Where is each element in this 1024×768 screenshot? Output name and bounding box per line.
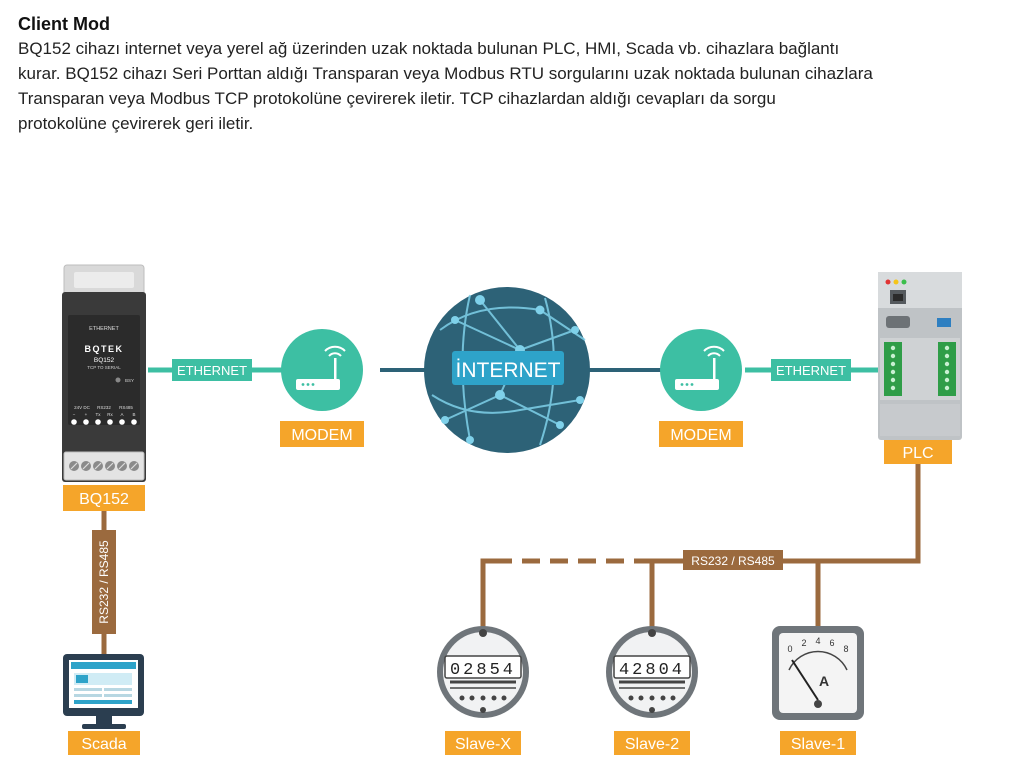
bq152-device: ETHERNET BQTEK BQ152 TCP TO SERIAL BSY 2… — [62, 264, 146, 482]
ammeter-scale-label: 8 — [843, 644, 848, 654]
serial-label-left: RS232 / RS485 — [92, 530, 116, 634]
modem-right-tag: MODEM — [659, 421, 743, 447]
device-pin-label: A — [120, 412, 123, 417]
device-pin-label: Rx — [107, 412, 113, 417]
serial-drop-slave-x — [480, 558, 512, 628]
serial-label-left-text: RS232 / RS485 — [97, 540, 111, 624]
internet-badge — [452, 351, 564, 385]
device-model: BQ152 — [94, 357, 115, 364]
modem-right-icon — [660, 329, 742, 411]
slave-2-tag: Slave-2 — [614, 731, 690, 755]
plc-serial-port — [886, 316, 910, 328]
internet-label: İNTERNET — [456, 359, 561, 382]
description-line: Transparan veya Modbus TCP protokolüne ç… — [18, 89, 776, 108]
meter-slave-2-reading: 42804 — [619, 661, 685, 680]
device-pin-label: B — [132, 412, 135, 417]
scada-tag: Scada — [68, 731, 140, 755]
device-pin-labels: − + Tx Rx A B — [73, 412, 136, 417]
description-line: kurar. BQ152 cihazı Seri Porttan aldığı … — [18, 64, 873, 83]
modem-left-tag: MODEM — [280, 421, 364, 447]
slave-1-tag: Slave-1 — [780, 731, 856, 755]
device-pin-label: + — [85, 412, 88, 417]
slave-2-tag-text: Slave-2 — [625, 736, 679, 753]
description-line: protokolüne çevirerek geri iletir. — [18, 114, 254, 133]
slave-1-tag-text: Slave-1 — [791, 736, 845, 753]
device-led-label: BSY — [125, 378, 134, 383]
serial-bus-label-text: RS232 / RS485 — [691, 554, 775, 568]
scada-computer-icon — [63, 654, 144, 729]
ammeter-scale-label: 4 — [815, 636, 820, 646]
plc-device — [878, 272, 962, 440]
ammeter-needle — [791, 659, 819, 701]
description: BQ152 cihazı internet veya yerel ağ üzer… — [18, 36, 1008, 136]
device-term-dots — [71, 419, 137, 425]
serial-bus — [652, 462, 921, 564]
meter-slave-2-icon: 42804 — [606, 626, 698, 718]
device-term-label-rs485: RS485 — [119, 405, 133, 410]
ammeter-unit: A — [819, 673, 829, 689]
ethernet-label-right-text: ETHERNET — [776, 363, 846, 378]
modem-left-tag-text: MODEM — [291, 427, 352, 444]
meter-slave-x-icon: 02854 — [437, 626, 529, 718]
slave-x-tag: Slave-X — [445, 731, 521, 755]
device-subtitle: TCP TO SERIAL — [87, 365, 121, 370]
device-ethernet-text: ETHERNET — [89, 326, 119, 332]
description-line: BQ152 cihazı internet veya yerel ağ üzer… — [18, 39, 840, 58]
plc-tag-text: PLC — [902, 445, 933, 462]
device-terminal-block — [63, 451, 145, 481]
device-pin-label: Tx — [96, 412, 102, 417]
scada-tag-text: Scada — [81, 736, 126, 753]
bq152-tag: BQ152 — [63, 485, 145, 511]
device-term-label-24v: 24V DC — [74, 405, 91, 410]
plc-terminal-left — [884, 342, 902, 396]
device-brand: BQTEK — [85, 344, 124, 354]
plc-tag: PLC — [884, 440, 952, 464]
header: Client Mod BQ152 cihazı internet veya ye… — [18, 12, 1008, 136]
bq152-tag-text: BQ152 — [79, 491, 129, 508]
ammeter-scale-label: 0 — [787, 644, 792, 654]
device-pin-label: − — [73, 412, 76, 417]
page-title: Client Mod — [18, 14, 110, 34]
internet-globe-icon: İNTERNET — [424, 287, 590, 453]
meter-slave-x-reading: 02854 — [450, 661, 516, 680]
ethernet-label-left: ETHERNET — [172, 359, 252, 381]
device-term-label-rs232: RS232 — [97, 405, 111, 410]
modem-right-tag-text: MODEM — [670, 427, 731, 444]
plc-terminal-right — [938, 342, 956, 396]
ammeter-slave-1-icon: 0 2 4 6 8 A — [772, 626, 864, 720]
modem-left-icon — [281, 329, 363, 411]
device-led — [115, 377, 121, 383]
ethernet-label-left-text: ETHERNET — [177, 363, 247, 378]
ethernet-label-right: ETHERNET — [771, 359, 851, 381]
slave-x-tag-text: Slave-X — [455, 736, 511, 753]
ammeter-scale-label: 2 — [801, 638, 806, 648]
serial-bus-label: RS232 / RS485 — [683, 550, 783, 570]
ammeter-scale-label: 6 — [829, 638, 834, 648]
